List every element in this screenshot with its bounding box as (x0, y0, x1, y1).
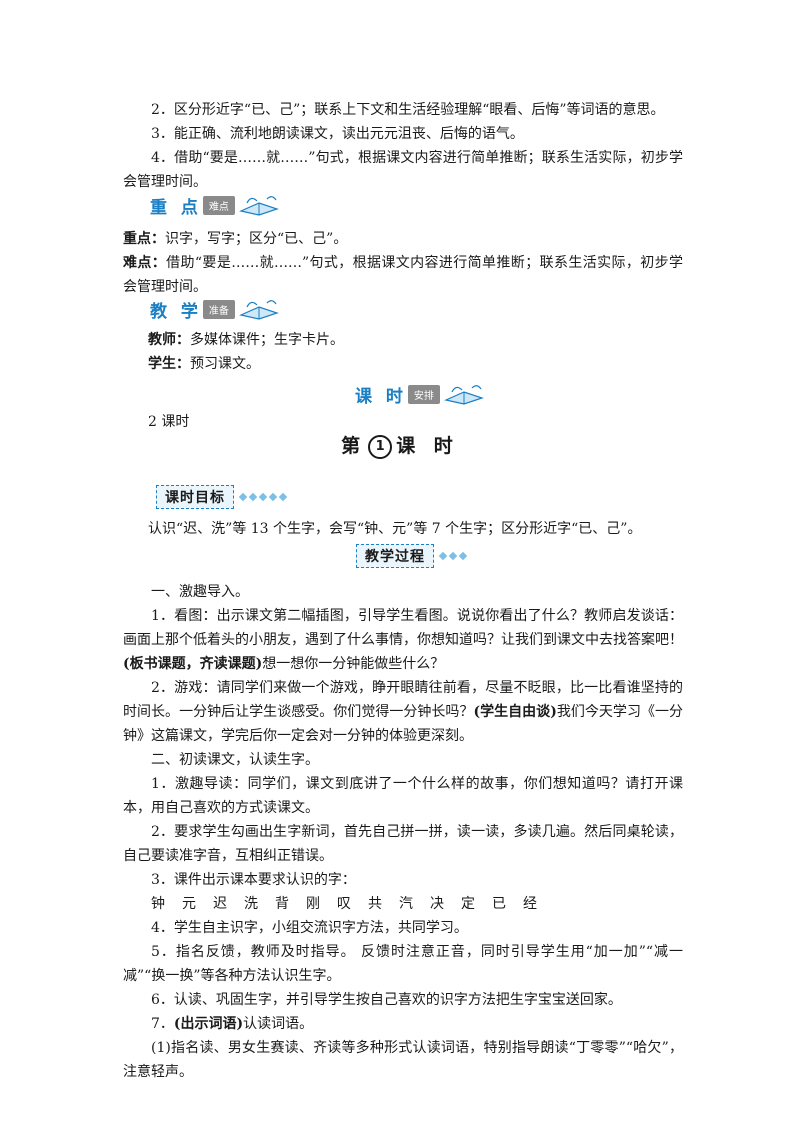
zhongdian-label: 重点： (123, 231, 165, 247)
section-1-title: 一、激趣导入。 (151, 584, 249, 600)
intro-item-3: 3．能正确、流利地朗读课文，读出元元沮丧、后悔的语气。 (151, 126, 524, 142)
dots-decoration (238, 492, 288, 502)
process-item-3: 1．激趣导读：同学们，课文到底讲了一个什么样的故事，你们想知道吗？请打开课本，用… (123, 776, 683, 816)
dots-decoration (438, 551, 468, 561)
prep-tag-main: 教 学 (150, 301, 202, 322)
lesson-suffix: 课 时 (396, 435, 459, 457)
process-heading: 教学过程 (356, 544, 468, 568)
objective-heading: 课时目标 (156, 485, 288, 509)
book-doodle-icon (239, 196, 279, 216)
teacher-label: 教师： (148, 332, 190, 348)
book-doodle-icon (239, 300, 279, 320)
teacher-line: 教师：多媒体课件；生字卡片。 (148, 328, 708, 352)
student-line: 学生：预习课文。 (148, 352, 708, 376)
lesson-number-circle: 1 (368, 435, 393, 459)
process-item-2-tail: 我们今天学习《一分钟》这篇课文，学完后你一定会对一分钟的体验更深刻。 (123, 704, 684, 744)
student-label: 学生： (148, 356, 190, 372)
process-item-2: 2．游戏：请同学们来做一个游戏，睁开眼睛往前看，尽量不眨眼，比一比看谁坚持的时间… (123, 676, 683, 748)
character-list: 钟元迟洗背刚叹共汽决定已经 (151, 896, 554, 912)
teacher-text: 多媒体课件；生字卡片。 (190, 332, 344, 348)
process-item-5: 3．课件出示课本要求认识的字： (151, 872, 356, 888)
process-item-9-text: 认读词语。 (243, 1016, 314, 1032)
process-item-9-num: 7． (151, 1016, 174, 1032)
intro-item-4: 4．借助“要是……就……”句式，根据课文内容进行简单推断；联系生活实际，初步学会… (123, 150, 683, 190)
process-item-2-text: 2．游戏：请同学们来做一个游戏，睁开眼睛往前看，尽量不眨眼，比一比看谁坚持的时间… (123, 680, 683, 720)
schedule-tag-sub: 安排 (407, 384, 440, 404)
lesson-prefix: 第 (341, 435, 367, 457)
process-item-1-text: 1．看图：出示课文第二幅插图，引导学生看图。说说你看出了什么？教师启发谈话：画面… (123, 608, 683, 648)
prep-tag-sub: 准备 (202, 299, 235, 319)
process-item-6: 4．学生自主识字，小组交流识字方法，共同学习。 (151, 920, 468, 936)
process-item-10: (1)指名读、男女生赛读、齐读等多种形式认读词语，特别指导朗读“丁零零”“哈欠”… (123, 1040, 683, 1080)
prep-heading: 教 学 准备 (150, 296, 283, 322)
section-2-title: 二、初读课文，认读生字。 (151, 752, 319, 768)
schedule-heading: 课 时 安排 (355, 381, 488, 407)
student-text: 预习课文。 (190, 356, 260, 372)
process-label: 教学过程 (356, 544, 434, 568)
objective-text: 认识“迟、洗”等 13 个生字，会写“钟、元”等 7 个生字；区分形近字“已、己… (148, 521, 642, 537)
nandian-line: 难点：借助“要是……就……”句式，根据课文内容进行简单推断；联系生活实际，初步学… (123, 251, 683, 299)
process-item-1-note: (板书课题，齐读课题) (123, 656, 263, 672)
process-item-9: 7．(出示词语)认读词语。 (123, 1012, 683, 1036)
process-item-1-tail: 想一想你一分钟能做些什么？ (262, 656, 445, 672)
zhongdian-line: 重点：识字，写字；区分“已、己”。 (123, 227, 683, 251)
book-doodle-icon (444, 385, 484, 405)
key-points-heading: 重 点 难点 (150, 192, 283, 218)
process-item-9-note: (出示词语) (173, 1016, 244, 1032)
schedule-text: 2 课时 (148, 414, 190, 430)
schedule-tag-main: 课 时 (355, 386, 407, 407)
key-points-tag-main: 重 点 (150, 197, 202, 218)
key-points-tag-sub: 难点 (202, 195, 235, 215)
objective-label: 课时目标 (156, 485, 234, 509)
process-item-8: 6．认读、巩固生字，并引导学生按自己喜欢的识字方法把生字宝宝送回家。 (151, 992, 622, 1008)
process-item-2-note: (学生自由谈) (473, 704, 557, 720)
process-item-7: 5．指名反馈，教师及时指导。 反馈时注意正音，同时引导学生用“加一加”“减一减”… (123, 944, 683, 984)
process-item-4: 2．要求学生勾画出生字新词，首先自己拼一拼，读一读，多读几遍。然后同桌轮读，自己… (123, 824, 683, 864)
zhongdian-text: 识字，写字；区分“已、己”。 (165, 231, 348, 247)
process-item-1: 1．看图：出示课文第二幅插图，引导学生看图。说说你看出了什么？教师启发谈话：画面… (123, 604, 683, 676)
nandian-label: 难点： (123, 255, 167, 271)
intro-item-2: 2．区分形近字“已、己”；联系上下文和生活经验理解“眼看、后悔”等词语的意思。 (151, 102, 665, 118)
nandian-text: 借助“要是……就……”句式，根据课文内容进行简单推断；联系生活实际，初步学会管理… (123, 255, 683, 295)
